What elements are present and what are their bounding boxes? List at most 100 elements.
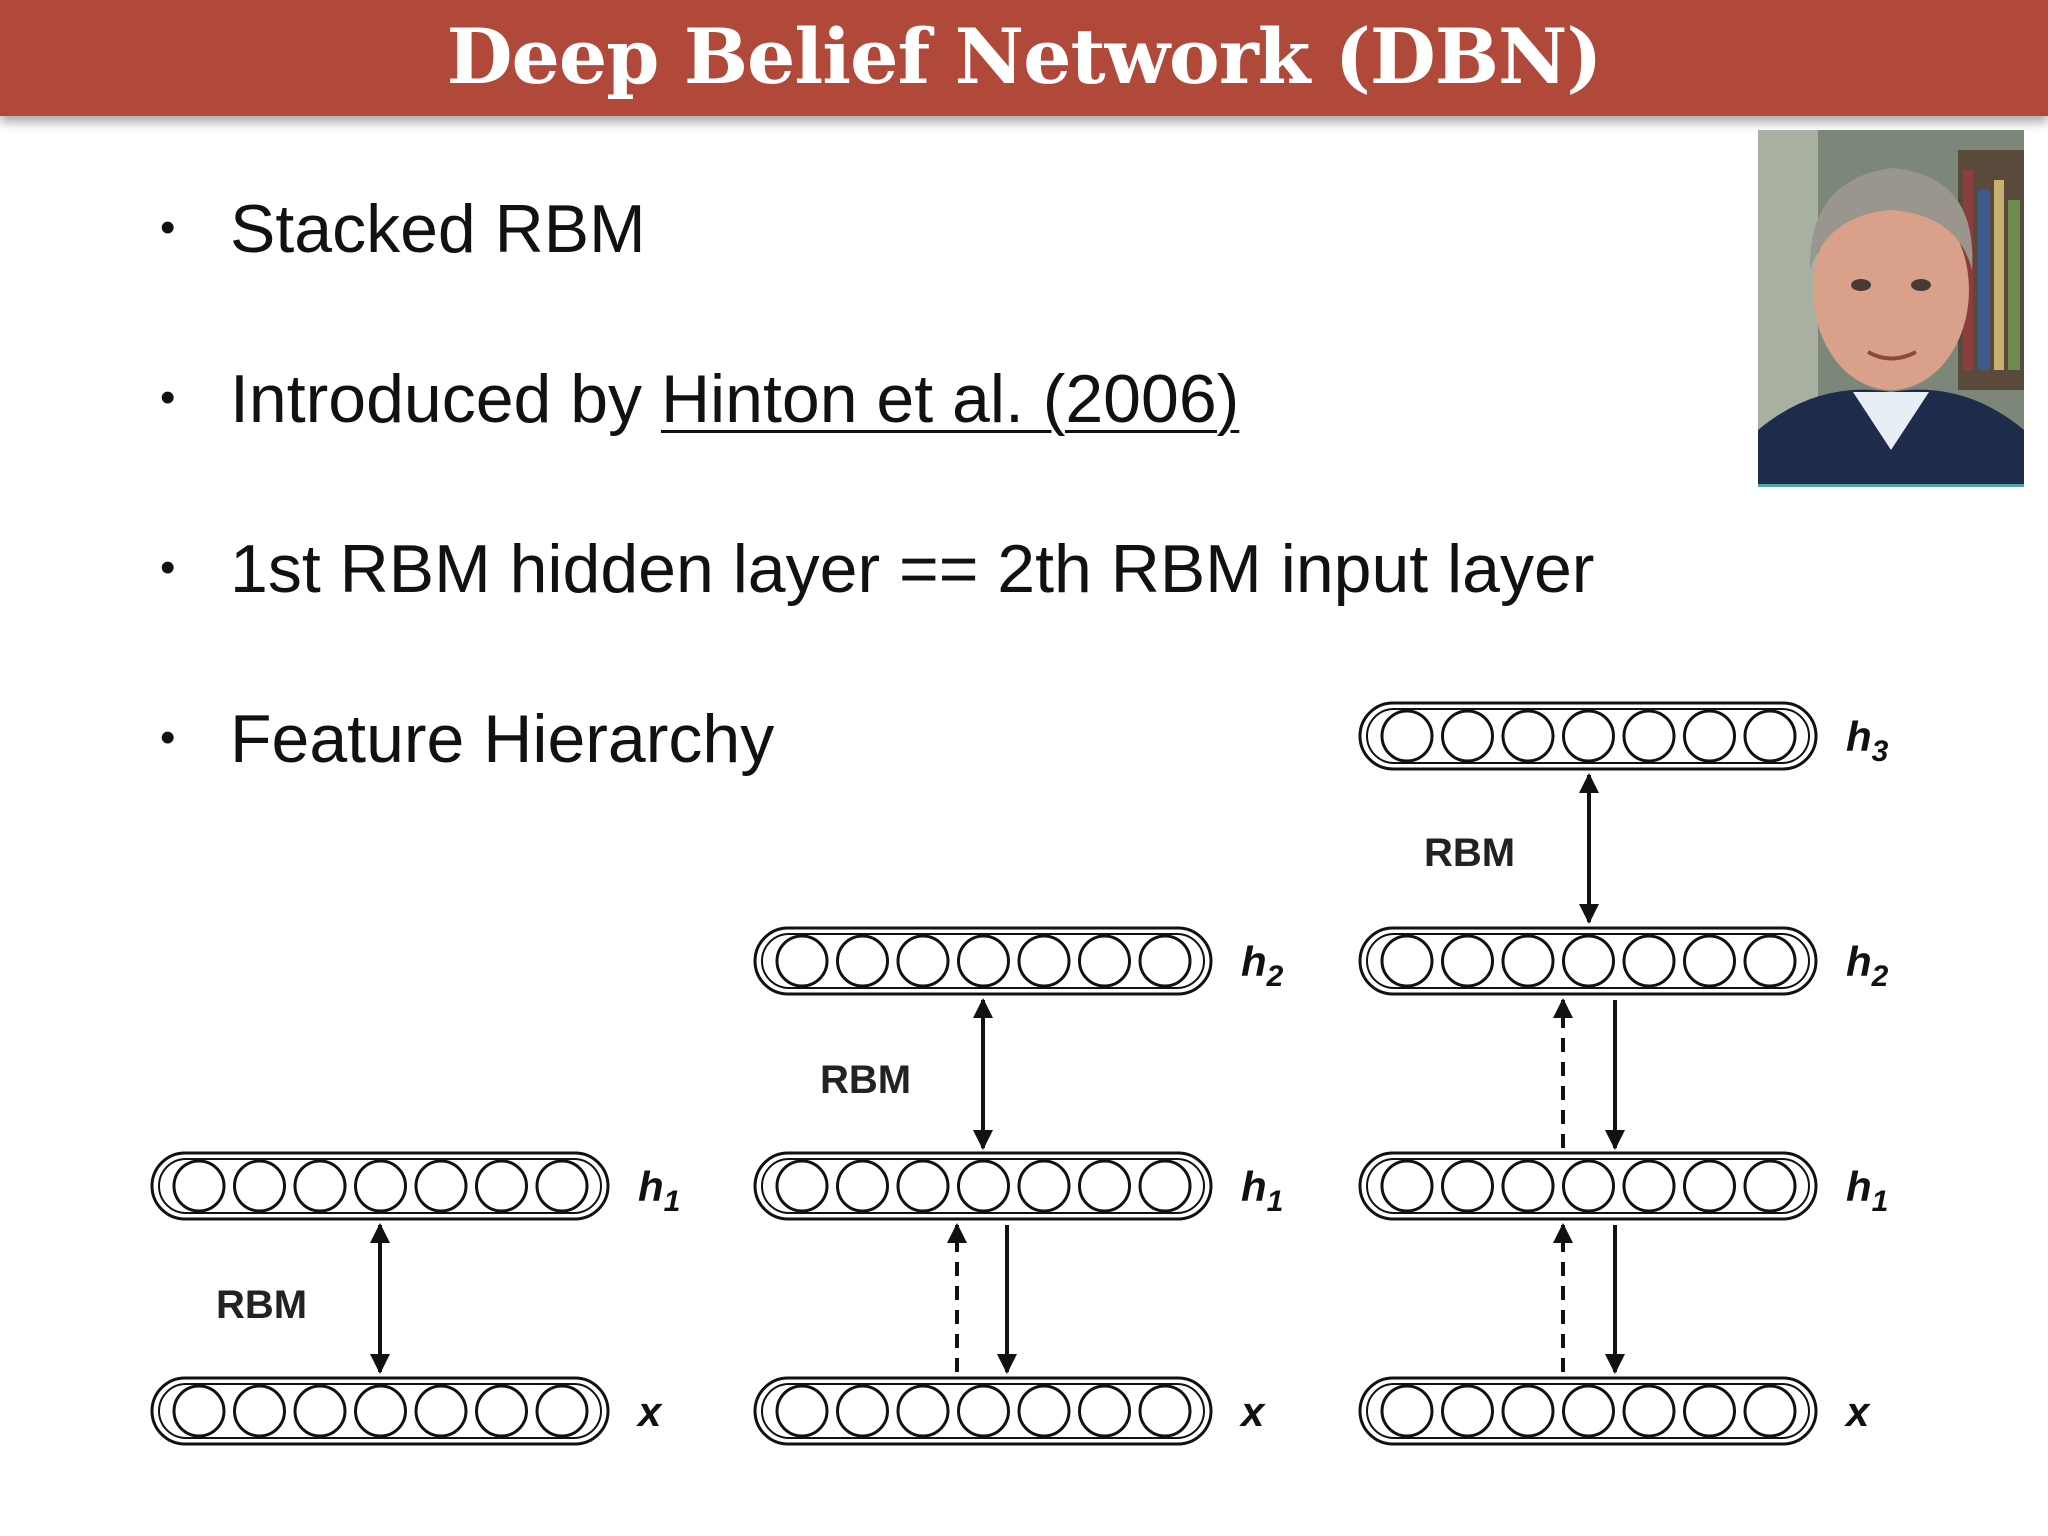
slide-title: Deep Belief Network (DBN): [446, 11, 1603, 101]
neuron-unit: [1683, 1159, 1736, 1213]
neuron-unit: [1441, 709, 1494, 763]
layer-label-x: x: [636, 1388, 663, 1435]
bullet-dot: •: [160, 203, 176, 252]
neuron-unit: [957, 1384, 1010, 1438]
neuron-unit: [172, 1384, 226, 1438]
neuron-unit: [1743, 1384, 1797, 1438]
neuron-unit: [1138, 1159, 1192, 1213]
bullet-text: Introduced by: [230, 361, 661, 437]
layer-inner-outline: [1366, 1383, 1810, 1439]
neuron-unit: [1562, 1159, 1615, 1213]
col2-layer-x: [753, 1376, 1213, 1446]
neuron-unit: [957, 1159, 1010, 1213]
portrait-photo: [1758, 130, 2024, 487]
layer-subscript: 1: [664, 1185, 681, 1218]
neuron-unit: [957, 934, 1010, 988]
neuron-unit: [1380, 1159, 1434, 1213]
neuron-unit: [1683, 709, 1736, 763]
col2-layer-h2: [753, 926, 1213, 996]
neuron-unit: [414, 1159, 468, 1213]
neuron-unit: [896, 1159, 950, 1213]
title-bar: Deep Belief Network (DBN): [0, 0, 2048, 116]
col2-rbm-label: RBM: [820, 1058, 911, 1102]
layer-outline: [753, 1376, 1213, 1446]
neuron-unit: [836, 934, 889, 988]
neuron-unit: [1441, 1159, 1494, 1213]
neuron-unit: [1441, 1384, 1494, 1438]
neuron-unit: [1622, 934, 1676, 988]
layer-inner-outline: [1366, 1158, 1810, 1214]
neuron-unit: [836, 1384, 889, 1438]
layer-subscript: 1: [1267, 1185, 1284, 1218]
neuron-unit: [1562, 934, 1615, 988]
neuron-unit: [1743, 1159, 1797, 1213]
col2-layer-h1: [753, 1151, 1213, 1221]
layer-outline: [753, 926, 1213, 996]
layer-outline: [753, 1151, 1213, 1221]
bullet-dot: •: [160, 713, 176, 762]
layer-label-h3: h3: [1846, 713, 1889, 768]
col3-layer-x: [1358, 1376, 1818, 1446]
hinton-reference-link[interactable]: Hinton et al. (2006): [660, 361, 1240, 437]
layer-label-h1: h1: [1846, 1163, 1888, 1218]
layer-label-h1: h1: [1241, 1163, 1283, 1218]
neuron-unit: [1683, 934, 1736, 988]
layer-label-h2: h2: [1846, 938, 1889, 993]
neuron-unit: [1138, 934, 1192, 988]
neuron-unit: [414, 1384, 468, 1438]
neuron-unit: [775, 1159, 829, 1213]
neuron-unit: [1501, 1384, 1555, 1438]
layer-inner-outline: [761, 933, 1205, 989]
neuron-unit: [1017, 1384, 1071, 1438]
bullet-text: 1st RBM hidden layer == 2th RBM input la…: [230, 531, 1595, 607]
neuron-unit: [775, 934, 829, 988]
neuron-unit: [1380, 709, 1434, 763]
neuron-unit: [775, 1384, 829, 1438]
bullet-text: Feature Hierarchy: [230, 701, 775, 777]
neuron-unit: [1622, 709, 1676, 763]
col3-rbm-label: RBM: [1424, 831, 1515, 875]
neuron-unit: [1562, 709, 1615, 763]
neuron-unit: [475, 1384, 528, 1438]
portrait-image: [1758, 130, 2024, 484]
neuron-unit: [836, 1159, 889, 1213]
bullet-stacked-rbm: • Stacked RBM: [160, 190, 646, 268]
layer-label-x: x: [1844, 1388, 1871, 1435]
neuron-unit: [293, 1384, 347, 1438]
neuron-unit: [1078, 1384, 1131, 1438]
neuron-unit: [293, 1159, 347, 1213]
neuron-unit: [1622, 1384, 1676, 1438]
bullet-dot: •: [160, 373, 176, 422]
neuron-unit: [1017, 1159, 1071, 1213]
col1-rbm-label: RBM: [216, 1283, 307, 1327]
neuron-unit: [354, 1159, 407, 1213]
layer-outline: [1358, 926, 1818, 996]
neuron-unit: [475, 1159, 528, 1213]
col3-layer-h2: [1358, 926, 1818, 996]
neuron-unit: [1441, 934, 1494, 988]
layer-outline: [1358, 1151, 1818, 1221]
bullet-dot: •: [160, 543, 176, 592]
neuron-unit: [1078, 1159, 1131, 1213]
col1-layer-x: [150, 1376, 610, 1446]
layer-subscript: 2: [1871, 960, 1889, 993]
neuron-unit: [1380, 934, 1434, 988]
col1-layer-h1: [150, 1151, 610, 1221]
neuron-unit: [233, 1159, 286, 1213]
neuron-unit: [1501, 934, 1555, 988]
neuron-unit: [1683, 1384, 1736, 1438]
neuron-unit: [1501, 1159, 1555, 1213]
neuron-unit: [233, 1384, 286, 1438]
neuron-unit: [535, 1159, 589, 1213]
neuron-unit: [172, 1159, 226, 1213]
bullet-hidden-input-layer: • 1st RBM hidden layer == 2th RBM input …: [160, 530, 1594, 608]
layer-outline: [150, 1151, 610, 1221]
neuron-unit: [1743, 709, 1797, 763]
neuron-unit: [896, 934, 950, 988]
neuron-unit: [896, 1384, 950, 1438]
neuron-unit: [535, 1384, 589, 1438]
layer-outline: [150, 1376, 610, 1446]
neuron-unit: [354, 1384, 407, 1438]
layer-subscript: 2: [1266, 960, 1284, 993]
